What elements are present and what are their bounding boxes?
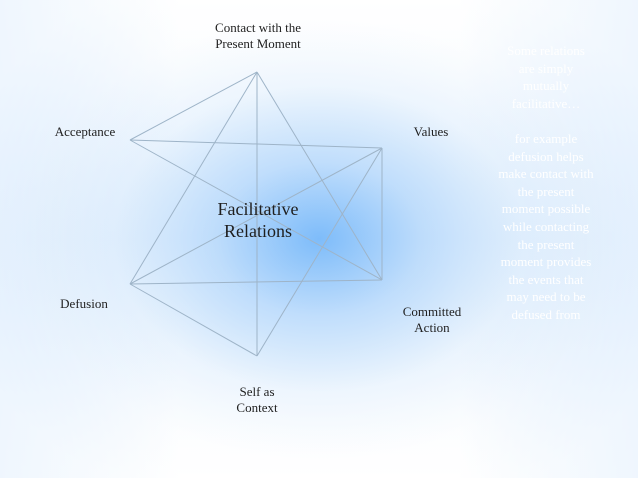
- relation-line-ll-lr: [129, 279, 383, 285]
- relation-line-ur-bot: [256, 147, 383, 357]
- relation-line-top-ul: [129, 71, 258, 141]
- node-contact-present-moment: Contact with the Present Moment: [215, 20, 301, 51]
- node-defusion: Defusion: [60, 296, 108, 311]
- side-note-text: Some relations are simply mutually facil…: [498, 43, 594, 322]
- center-title: Facilitative Relations: [217, 199, 299, 241]
- node-acceptance: Acceptance: [54, 124, 116, 139]
- node-values: Values: [413, 124, 449, 139]
- node-committed-action: Committed Action: [402, 304, 462, 335]
- relation-lines: [129, 71, 383, 357]
- relation-line-top-ll: [129, 71, 258, 285]
- relation-line-ul-lr: [129, 139, 383, 281]
- relation-line-ul-ur: [129, 139, 383, 149]
- relation-line-ll-bot: [129, 283, 258, 357]
- relation-line-ur-ll: [129, 147, 383, 285]
- relation-line-top-lr: [256, 71, 383, 281]
- node-self-as-context: Self as Context: [236, 384, 278, 415]
